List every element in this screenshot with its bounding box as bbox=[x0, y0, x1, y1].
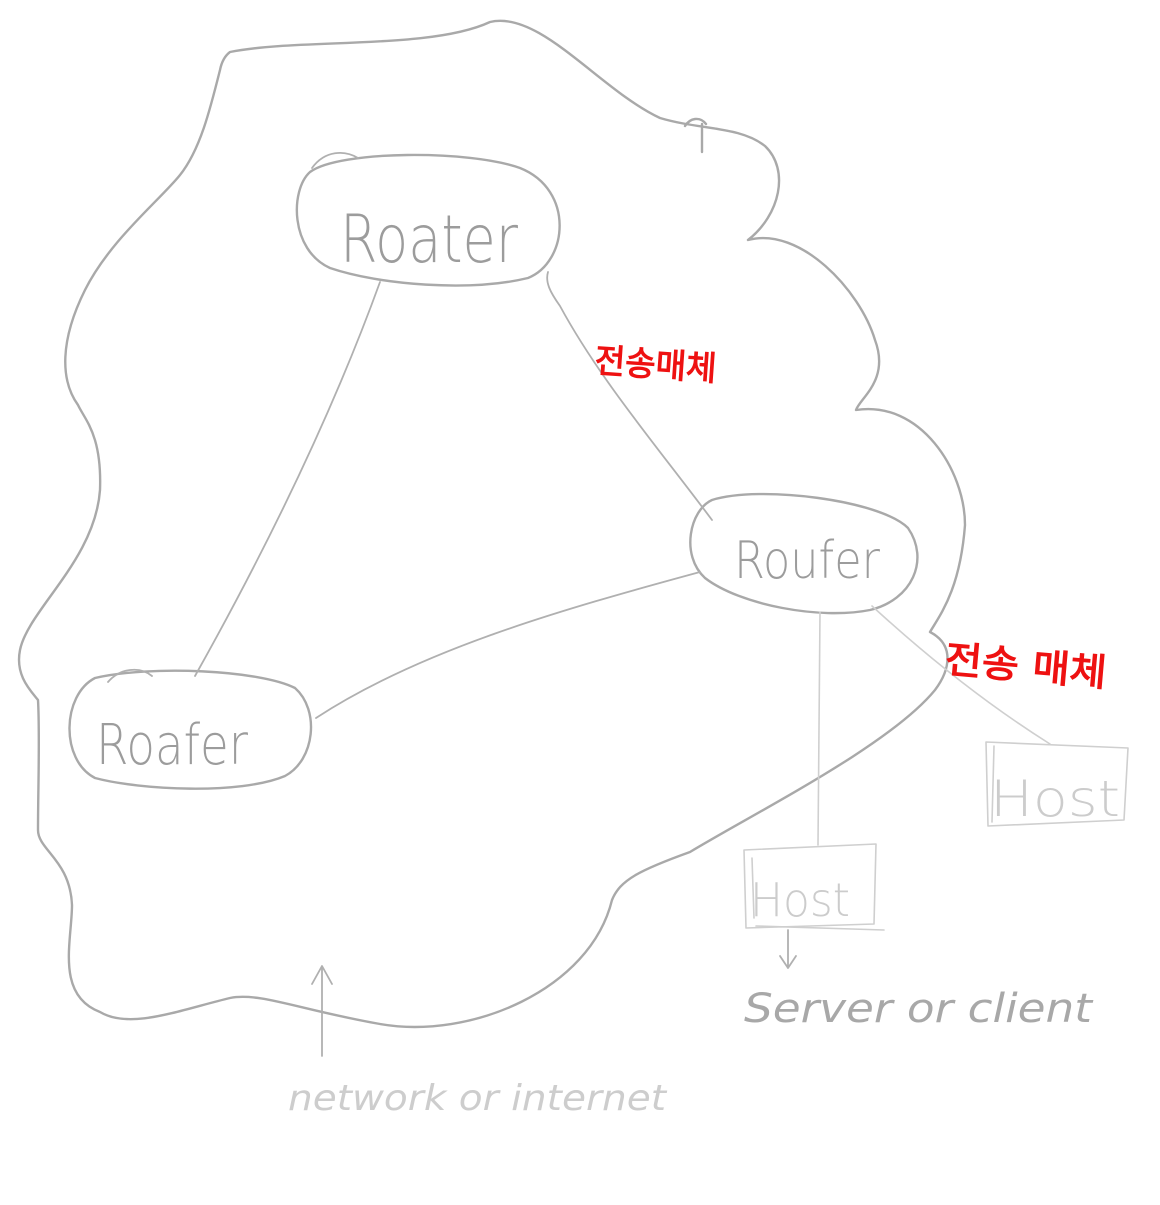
router-right-node: Roufer bbox=[689, 492, 919, 615]
host-bottom-box bbox=[743, 843, 877, 929]
host-right-box bbox=[985, 741, 1129, 827]
router-left-scribble bbox=[107, 668, 153, 683]
host-bottom-box-inner bbox=[751, 857, 885, 931]
router-top-node: Roater bbox=[295, 152, 561, 287]
host-right-node: Host bbox=[985, 741, 1129, 828]
router-right-label: Roufer bbox=[734, 531, 881, 591]
router-left-outline bbox=[68, 669, 313, 790]
network-label: network or internet bbox=[288, 1078, 668, 1119]
router-top-scribble bbox=[311, 152, 359, 169]
host-right-box-inner bbox=[991, 745, 995, 823]
host-right-label: Host bbox=[990, 770, 1120, 828]
host-bottom-label: Host bbox=[750, 873, 850, 927]
network-arrow bbox=[311, 965, 333, 1057]
host-role-arrow bbox=[779, 929, 797, 969]
host-role-label: Server or client bbox=[744, 986, 1093, 1032]
media-label-top: 전송매체 bbox=[593, 341, 717, 389]
router-left-node: Roafer bbox=[68, 668, 313, 790]
router-right-outline bbox=[689, 492, 919, 615]
router-top-outline bbox=[295, 153, 561, 287]
router-top-label: Roater bbox=[340, 201, 519, 278]
link-router-host-bottom bbox=[817, 611, 821, 846]
router-left-label: Roafer bbox=[96, 713, 248, 778]
link-router-host-right bbox=[871, 605, 1051, 745]
link-top-left bbox=[194, 281, 381, 677]
link-top-right bbox=[546, 271, 713, 521]
host-bottom-node: Host bbox=[743, 843, 885, 931]
cloud-doodle bbox=[683, 117, 708, 154]
link-right-left bbox=[315, 571, 701, 719]
network-cloud bbox=[17, 19, 967, 1029]
